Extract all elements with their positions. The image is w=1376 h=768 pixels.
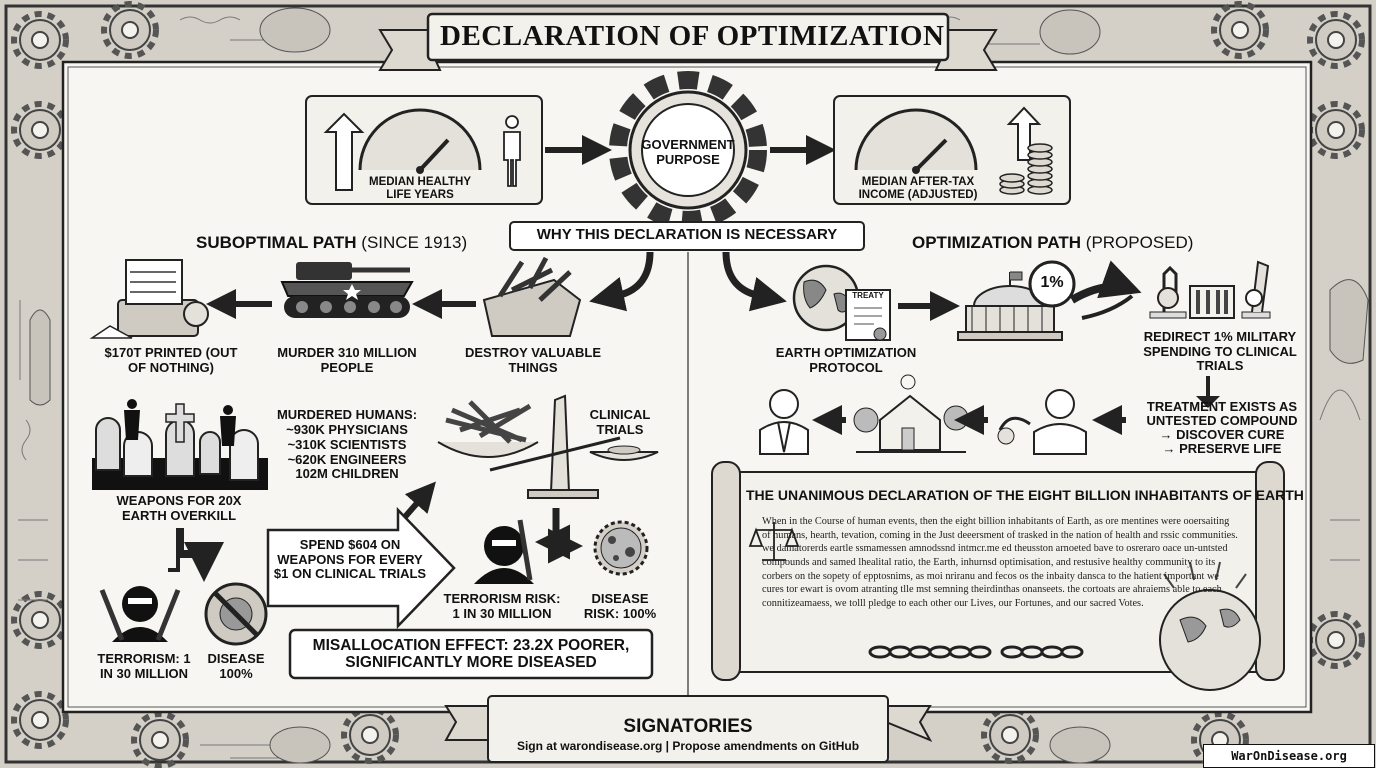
clinical-trials-label: CLINICAL TRIALS xyxy=(589,407,651,437)
disease-left-label: DISEASE 100% xyxy=(207,651,265,681)
murder-label: MURDER 310 MILLION PEOPLE xyxy=(277,345,417,375)
title-ribbon xyxy=(378,12,998,71)
rubble-icon xyxy=(482,256,582,337)
declaration-title: THE UNANIMOUS DECLARATION OF THE EIGHT B… xyxy=(746,487,1304,503)
one-percent-badge xyxy=(1028,260,1076,308)
gauge-icon xyxy=(854,108,978,171)
treaty-label: TREATY xyxy=(852,291,884,300)
treaty-scroll-icon xyxy=(845,289,891,341)
treatment-line-3: → DISCOVER CURE xyxy=(1159,427,1285,442)
tank-icon xyxy=(280,262,414,318)
printed-money-label: $170T PRINTED (OUT OF NOTHING) xyxy=(104,345,238,375)
murdered-scientists: ~310K SCIENTISTS xyxy=(287,437,407,452)
lab-equipment-icon xyxy=(1149,260,1271,319)
terrorist-icon xyxy=(99,586,181,642)
redirect-label: REDIRECT 1% MILITARY SPENDING TO CLINICA… xyxy=(1143,329,1297,374)
misallocation-effect: MISALLOCATION EFFECT: 23.2x POORER, SIGN… xyxy=(312,637,630,672)
terrorism-risk-label: TERRORISM RISK: 1 IN 30 MILLION xyxy=(443,591,561,621)
one-percent-label: 1% xyxy=(1040,274,1064,291)
up-arrow-icon xyxy=(323,112,365,191)
weapons-overkill-label: WEAPONS FOR 20X EARTH OVERKILL xyxy=(116,493,242,523)
balance-scale-icon xyxy=(437,394,659,499)
disease-risk-label: DISEASE RISK: 100% xyxy=(583,591,657,621)
murdered-humans-title: MURDERED HUMANS: xyxy=(276,407,418,422)
treatment-line-1: TREATMENT EXISTS AS xyxy=(1146,399,1298,414)
declaration-scroll xyxy=(711,461,1285,691)
suboptimal-title: SUBOPTIMAL PATH xyxy=(196,233,357,252)
spend-arrow xyxy=(266,506,456,630)
scientist-icon xyxy=(997,389,1087,455)
page-title: DECLARATION of OPTIMIZATION xyxy=(440,20,945,52)
government-gear xyxy=(609,71,767,229)
signatories-subtitle: Sign at warondisease.org | Propose amend… xyxy=(516,739,860,753)
metric-box-income xyxy=(833,95,1071,205)
protocol-label: EARTH OPTIMIZATION PROTOCOL xyxy=(775,345,917,375)
suboptimal-subtitle: (SINCE 1913) xyxy=(361,233,468,252)
watermark-link[interactable]: WarOnDisease.org xyxy=(1203,744,1375,768)
signatories-title: SIGNATORIES xyxy=(623,716,753,737)
human-figure-icon xyxy=(503,115,521,187)
optimization-subtitle: (PROPOSED) xyxy=(1085,233,1194,252)
sunrise-globe-icon xyxy=(1159,561,1261,691)
broken-chain-icon xyxy=(868,645,1084,659)
destroy-label: DESTROY VALUABLE THINGS xyxy=(464,345,602,375)
treatment-line-4: → PRESERVE LIFE xyxy=(1162,441,1282,456)
justice-scale-icon xyxy=(748,522,800,561)
spend-ratio-label: SPEND $604 ON WEAPONS FOR EVERY $1 ON CL… xyxy=(273,537,427,582)
suboptimal-path-heading: SUBOPTIMAL PATH (SINCE 1913) xyxy=(196,233,468,252)
signatories-ribbon xyxy=(444,695,933,763)
doctor-icon xyxy=(759,389,809,455)
government-purpose-label: GOVERNMENT PURPOSE xyxy=(641,137,735,167)
why-box xyxy=(509,221,865,251)
gauge-icon xyxy=(358,108,482,171)
terrorist-icon xyxy=(474,519,534,584)
terrorism-left-label: TERRORISM: 1 IN 30 MILLION xyxy=(97,651,191,681)
median-income-label: MEDIAN AFTER-TAX INCOME (ADJUSTED) xyxy=(858,176,978,201)
murdered-engineers: ~620K ENGINEERS xyxy=(287,452,407,467)
printing-press-icon xyxy=(89,259,209,339)
optimization-title: OPTIMIZATION PATH xyxy=(912,233,1082,252)
no-disease-icon xyxy=(204,582,268,646)
why-header: WHY THIS DECLARATION IS NECESSARY xyxy=(536,226,838,243)
murdered-physicians: ~930K PHYSICIANS xyxy=(286,422,408,437)
virus-icon xyxy=(593,520,649,576)
murdered-children: 102M CHILDREN xyxy=(295,466,399,481)
misallocation-box xyxy=(288,628,654,680)
coin-stack-icon xyxy=(999,143,1053,195)
median-healthy-life-years-label: MEDIAN HEALTHY LIFE YEARS xyxy=(368,176,471,201)
declaration-body: When in the Course of human events, then… xyxy=(762,516,1238,610)
down-arrow-icon xyxy=(1196,376,1220,408)
graveyard-icon xyxy=(92,399,268,490)
treatment-line-2: UNTESTED COMPOUND xyxy=(1146,413,1298,428)
optimization-path-heading: OPTIMIZATION PATH (PROPOSED) xyxy=(912,233,1194,252)
capitol-building-icon xyxy=(957,271,1063,341)
metric-box-health xyxy=(305,95,543,205)
